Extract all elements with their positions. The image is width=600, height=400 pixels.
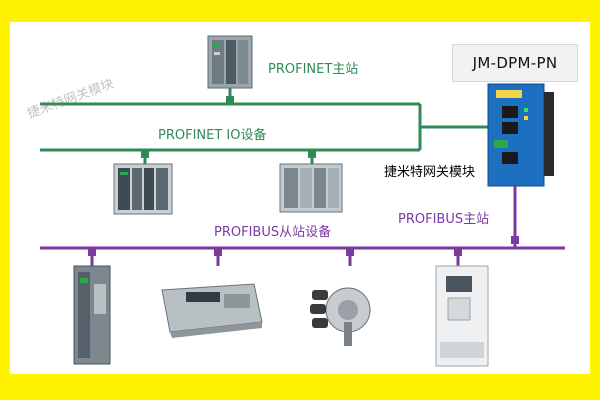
profibus-master-label: PROFIBUS主站: [398, 212, 490, 227]
plc-rack-icon: [207, 35, 253, 89]
module-icon: [73, 265, 111, 365]
gateway-label: 捷米特网关模块: [384, 165, 476, 180]
network-diagram: [40, 35, 565, 367]
profinet-io-label: PROFINET IO设备: [158, 128, 267, 143]
io-module-icon: [113, 163, 173, 215]
profinet-master-label: PROFINET主站: [268, 62, 359, 77]
profibus-bus: [40, 182, 565, 266]
diagram-frame: 捷米特网关模块 PROFINET主站 PROFINET IO设备 PROFIBU…: [10, 22, 590, 374]
drive-icon: [435, 265, 489, 367]
gateway-icon: [487, 83, 554, 187]
io-module-icon: [279, 163, 343, 213]
encoder-icon: [310, 287, 371, 346]
model-name: JM-DPM-PN: [472, 54, 558, 72]
scale-indicator-icon: [161, 283, 263, 338]
model-name-box: JM-DPM-PN: [452, 44, 578, 82]
profibus-slave-label: PROFIBUS从站设备: [214, 225, 332, 240]
profinet-bus: [40, 88, 488, 164]
